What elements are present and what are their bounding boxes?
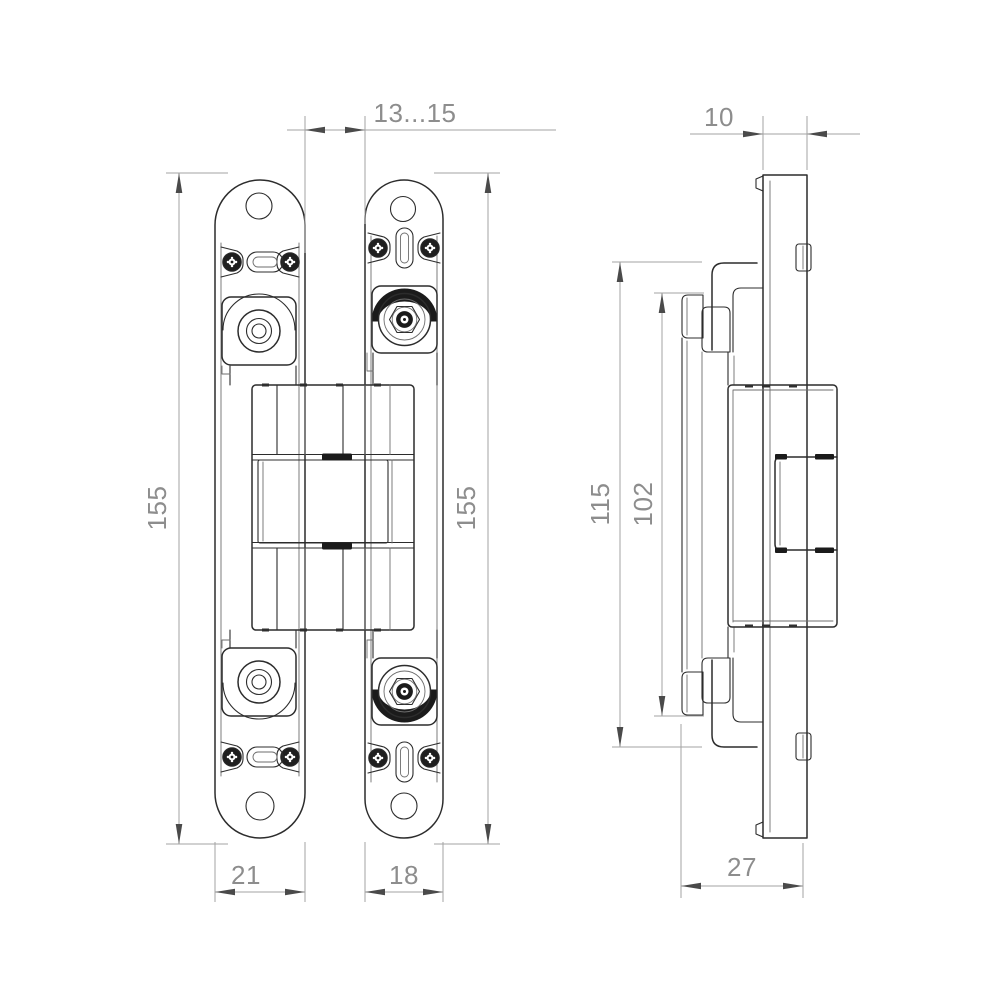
front-view	[214, 179, 444, 839]
side-bottom-arm	[681, 626, 764, 748]
screw-icon	[222, 747, 242, 767]
screw-icon	[420, 748, 440, 768]
dimension-width-right: 18	[364, 842, 444, 902]
slot-oval	[395, 227, 414, 269]
arrow-icon	[345, 126, 365, 134]
side-frame-plate	[755, 174, 812, 839]
dim-label-side-height-outer: 115	[585, 483, 615, 526]
dimension-thickness: 10	[690, 102, 860, 170]
dim-label-width-right: 18	[389, 860, 419, 890]
arrow-icon	[616, 727, 624, 747]
arrow-icon	[365, 888, 385, 896]
mount-hole-top-right	[389, 195, 417, 223]
adjustment-screw	[370, 285, 439, 354]
arrow-icon	[658, 696, 666, 716]
screw-icon	[368, 238, 388, 258]
slot-oval	[246, 251, 284, 273]
dimension-width-left: 21	[214, 842, 306, 902]
arrow-icon	[807, 130, 827, 138]
dim-label-width-left: 21	[231, 860, 261, 890]
front-hinge-body	[251, 383, 415, 632]
dimension-height-left: 155	[142, 172, 228, 845]
arrow-icon	[423, 888, 443, 896]
arrow-icon	[616, 262, 624, 282]
mount-hole-top-left	[245, 192, 273, 220]
arrow-icon	[783, 882, 803, 890]
mount-hole-bottom-left	[245, 791, 275, 821]
slot-oval	[246, 746, 284, 768]
dimension-gap: 13...15	[287, 98, 556, 253]
dimension-depth: 27	[680, 724, 804, 898]
dimension-height-right: 155	[434, 172, 500, 845]
dim-label-gap: 13...15	[373, 98, 456, 128]
clip-tab	[795, 732, 812, 761]
front-right-plate	[364, 179, 444, 839]
dimension-side-height-inner: 102	[628, 292, 704, 717]
clip-tab	[795, 243, 812, 272]
arrow-icon	[285, 888, 305, 896]
dimensions: 13...15 10 155 155 115	[142, 98, 860, 902]
adjustment-screw	[221, 647, 297, 720]
dim-label-thickness: 10	[704, 102, 734, 132]
screw-icon	[368, 748, 388, 768]
dim-label-depth: 27	[727, 852, 757, 882]
front-left-plate	[214, 179, 306, 839]
adjustment-screw	[370, 657, 439, 726]
arrow-icon	[305, 126, 325, 134]
arrow-icon	[658, 293, 666, 313]
dim-label-height-left: 155	[142, 486, 172, 531]
arrow-icon	[681, 882, 701, 890]
dim-label-side-height-inner: 102	[628, 482, 658, 527]
side-top-arm	[681, 262, 764, 386]
arrow-icon	[743, 130, 763, 138]
dimension-side-height-outer: 115	[585, 261, 702, 748]
slot-oval	[395, 741, 414, 783]
adjustment-screw	[221, 293, 297, 366]
screw-icon	[420, 238, 440, 258]
screw-icon	[222, 252, 242, 272]
side-hinge-body	[727, 384, 838, 628]
arrow-icon	[175, 173, 183, 193]
arrow-icon	[484, 173, 492, 193]
side-view	[681, 174, 838, 839]
dim-label-height-right: 155	[451, 486, 481, 531]
mount-hole-bottom-right	[390, 792, 418, 820]
arrow-icon	[484, 824, 492, 844]
arrow-icon	[175, 824, 183, 844]
